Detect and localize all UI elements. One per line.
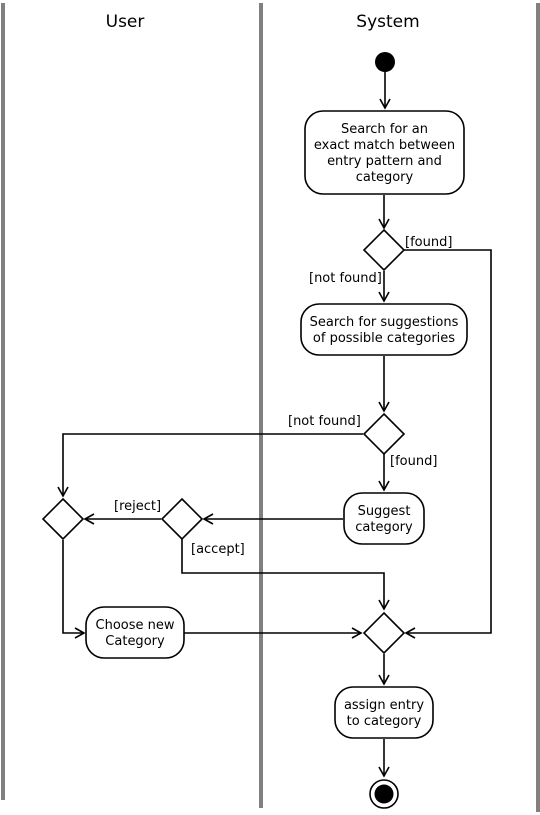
action-label-line: category [356,170,414,185]
arrowhead-icon [378,218,390,230]
merge-node-user [41,497,85,541]
arrowhead-icon [83,513,95,525]
action-label-line: assign entry [344,698,424,713]
merge-node-system [362,611,406,655]
action-search-suggestions: Search for suggestions of possible categ… [300,303,468,356]
action-search-exact-match: Search for an exact match between entry … [304,110,465,195]
edge-merge-to-choose [62,540,84,634]
arrowhead-icon [378,599,390,611]
action-label-line: Search for suggestions [310,315,459,330]
action-label-line: Suggest [358,504,411,519]
action-label-line: exact match between [314,138,455,153]
arrowhead-icon [351,627,363,639]
action-label-line: of possible categories [313,331,455,346]
arrowhead-icon [404,627,416,639]
arrowhead-icon [57,486,69,498]
arrowhead-icon [379,98,391,110]
guard-not-found: [not found] [288,414,361,429]
arrowhead-icon [378,480,390,492]
action-label-line: to category [347,714,422,729]
edge-decision3-accept [181,539,385,609]
guard-accept: [accept] [191,542,245,557]
decision-suggestions [362,412,406,456]
action-label-line: Search for an [341,122,428,137]
arrowhead-icon [378,674,390,686]
guard-found: [found] [390,454,437,469]
edge-decision2-not-found [62,433,363,496]
action-label-line: entry pattern and [327,154,442,169]
lane-title-user: User [106,12,145,32]
arrowhead-icon [378,291,390,303]
edge-decision1-found [404,249,492,634]
arrowhead-icon [202,513,214,525]
decision-accept-reject [160,497,204,541]
action-choose-new-category: Choose new Category [85,606,185,659]
guard-not-found: [not found] [309,271,382,286]
arrowhead-icon [378,766,390,778]
action-label-line: Category [105,634,165,649]
initial-node [375,52,395,72]
action-suggest-category: Suggest category [343,492,425,545]
lane-title-system: System [356,12,419,32]
arrowhead-icon [74,627,86,639]
guard-reject: [reject] [114,499,161,514]
action-label-line: category [355,520,413,535]
action-assign-entry: assign entry to category [334,686,434,739]
final-node [369,779,399,809]
guard-found: [found] [405,235,452,250]
decision-exact-match [362,228,406,272]
action-label-line: Choose new [96,618,175,633]
arrowhead-icon [378,401,390,413]
